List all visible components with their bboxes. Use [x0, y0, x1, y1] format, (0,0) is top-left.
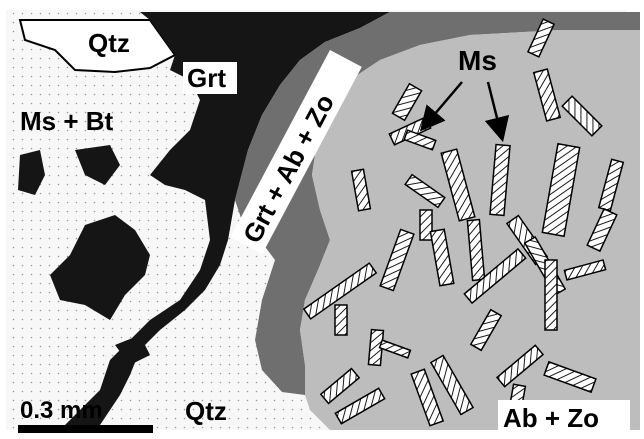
scale-bar-label: 0.3 mm [20, 397, 103, 424]
ms-lath [420, 210, 432, 240]
ms-lath [545, 260, 557, 330]
label-ms-bt: Ms + Bt [20, 106, 114, 136]
scale-bar [18, 425, 153, 433]
label-ab-zo: Ab + Zo [503, 403, 599, 433]
label-qtz-bottom: Qtz [185, 396, 227, 426]
ms-lath [335, 305, 347, 335]
label-grt: Grt [187, 63, 226, 93]
label-ms: Ms [458, 45, 497, 76]
label-qtz-top: Qtz [88, 28, 130, 58]
